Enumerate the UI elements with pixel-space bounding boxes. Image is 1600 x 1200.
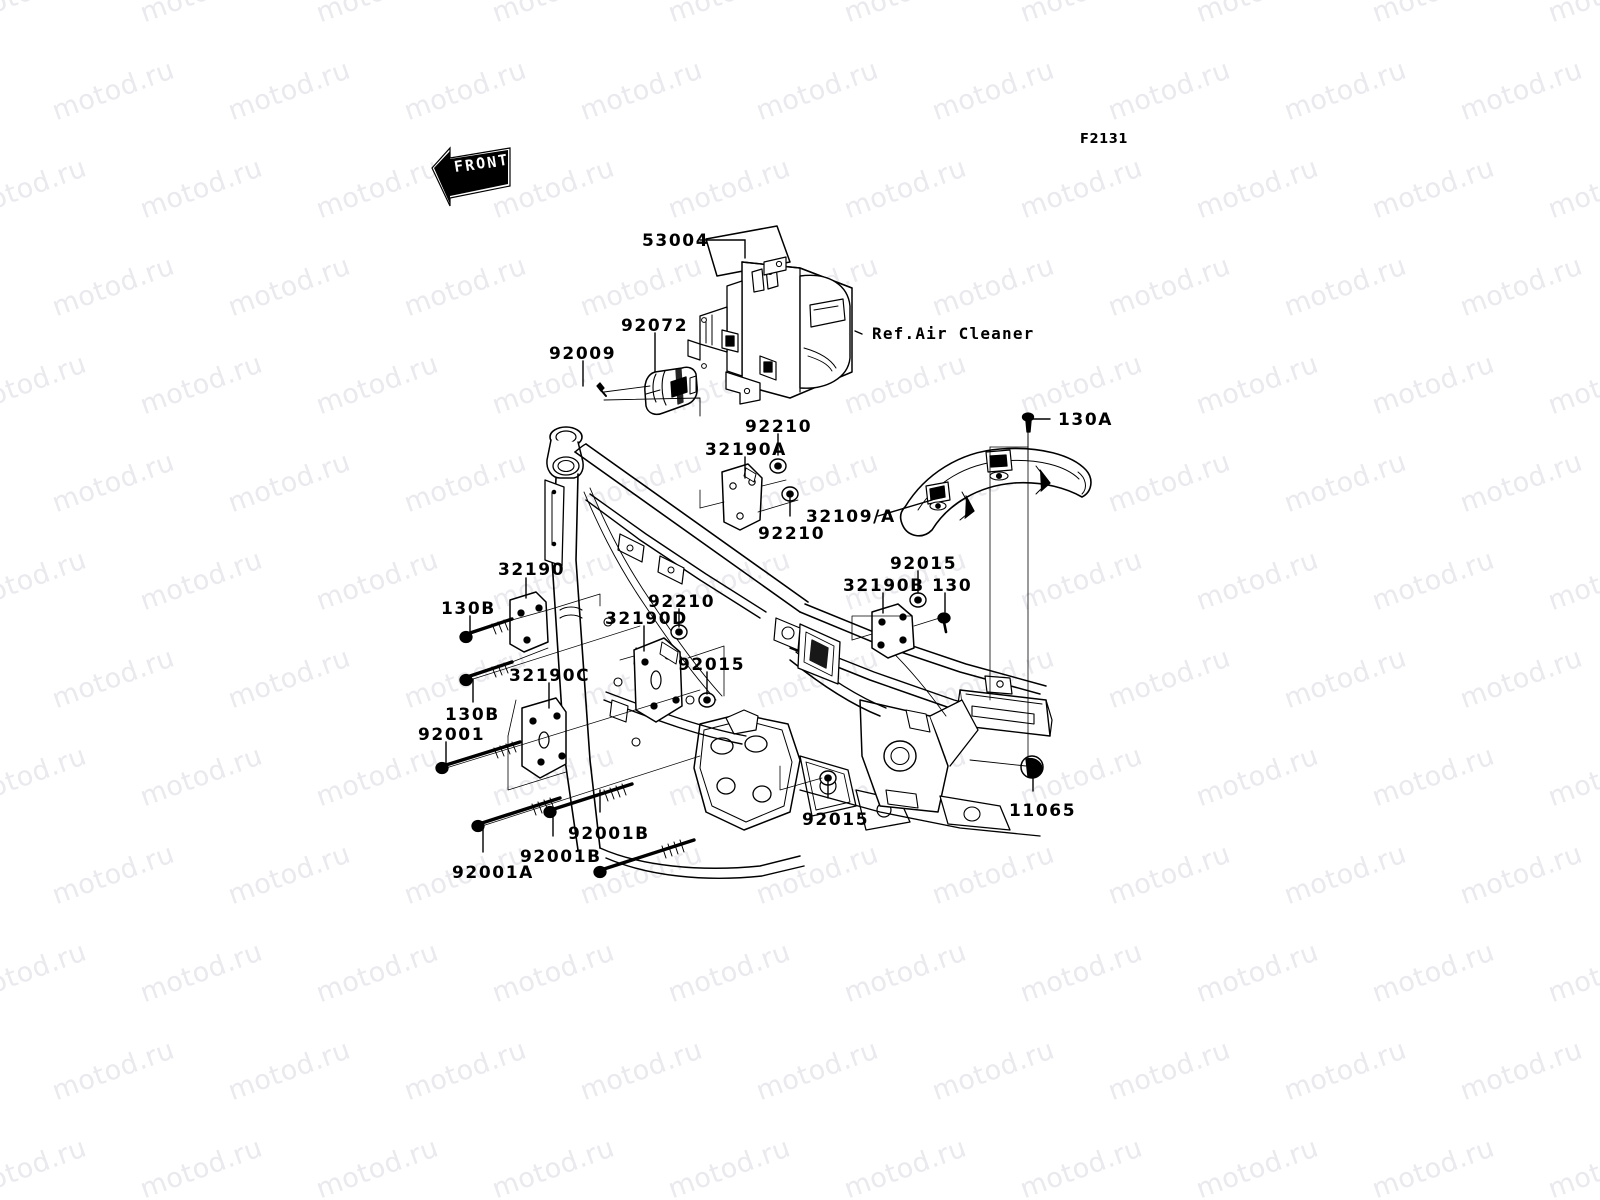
part-number-32109/A[interactable]: 32109/A (806, 507, 896, 527)
part-32190A-shape (721, 463, 763, 531)
part-32190-shape (509, 591, 549, 653)
part-number-32190D[interactable]: 32190D (605, 609, 688, 629)
part-number-130[interactable]: 130 (932, 576, 973, 596)
part-number-92001B-2[interactable]: 92001B (520, 847, 602, 867)
reference-callout-ref-air-cleaner[interactable]: Ref.Air Cleaner (872, 324, 1035, 343)
part-number-130B-1[interactable]: 130B (441, 599, 496, 619)
part-air-cleaner-box (687, 256, 853, 405)
part-number-32190[interactable]: 32190 (498, 560, 566, 580)
part-number-92001[interactable]: 92001 (418, 725, 486, 745)
part-92072-shape (644, 366, 698, 416)
part-number-92015-c[interactable]: 92015 (802, 810, 870, 830)
part-11065-shape (1020, 755, 1044, 779)
part-32190B-shape (871, 603, 915, 659)
part-130-bolt (937, 612, 951, 634)
part-32190D-shape (633, 637, 683, 723)
part-number-92210-a[interactable]: 92210 (745, 417, 813, 437)
part-130B-bolt-1 (459, 617, 514, 644)
part-number-53004[interactable]: 53004 (642, 231, 710, 251)
part-130A-shape (1021, 412, 1035, 433)
part-number-92015-b[interactable]: 92015 (890, 554, 958, 574)
front-direction-marker: F R O N T (428, 140, 514, 208)
part-number-92001A[interactable]: 92001A (452, 863, 534, 883)
svg-text:O: O (475, 154, 487, 173)
motorcycle-frame (544, 426, 1053, 879)
svg-text:N: N (486, 153, 498, 172)
part-number-32190A[interactable]: 32190A (705, 440, 787, 460)
part-number-32190C[interactable]: 32190C (509, 666, 591, 686)
part-number-92072[interactable]: 92072 (621, 316, 689, 336)
part-32109A-shape (899, 447, 1092, 537)
part-number-92009[interactable]: 92009 (549, 344, 617, 364)
svg-text:R: R (464, 156, 477, 175)
part-92001B-bolt-2 (593, 838, 696, 879)
part-number-92015-a[interactable]: 92015 (678, 655, 746, 675)
part-number-11065[interactable]: 11065 (1009, 801, 1077, 821)
part-number-92210-c[interactable]: 92210 (648, 592, 716, 612)
svg-text:F: F (453, 157, 465, 176)
part-number-92001B-1[interactable]: 92001B (568, 824, 650, 844)
page-id-code: F2131 (1080, 132, 1129, 147)
part-92009-shape (596, 382, 607, 397)
part-number-130B-2[interactable]: 130B (445, 705, 500, 725)
part-number-32190B[interactable]: 32190B (843, 576, 925, 596)
svg-text:T: T (497, 151, 509, 170)
part-92210-nut-a (769, 458, 787, 474)
part-130B-bolt-2 (459, 660, 514, 687)
part-number-92210-b[interactable]: 92210 (758, 524, 826, 544)
part-number-130A[interactable]: 130A (1058, 410, 1114, 430)
